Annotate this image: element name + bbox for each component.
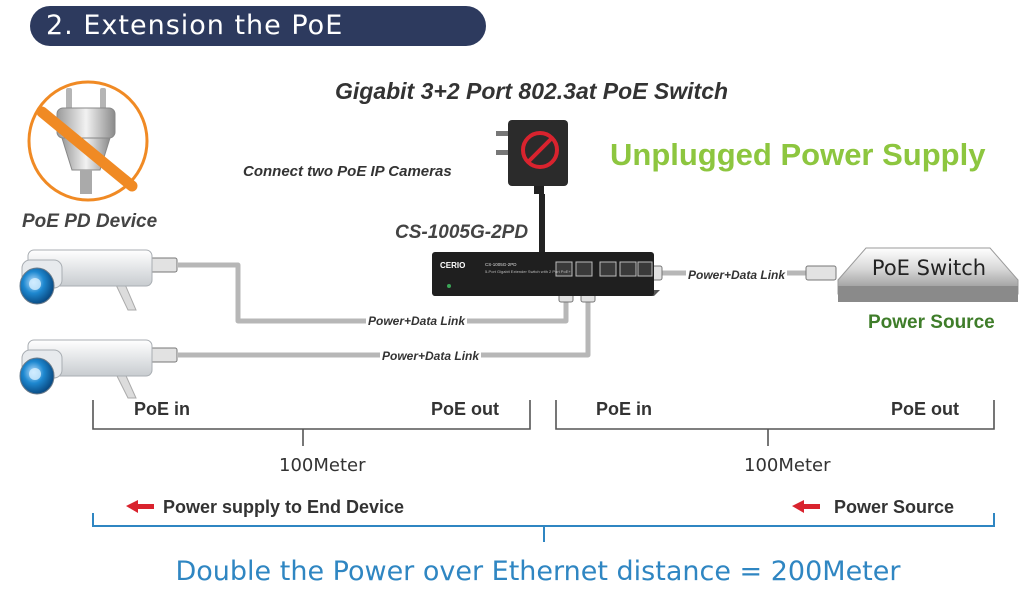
no-power-plug-icon [27,80,149,202]
poe-switch-label: PoE Switch [871,256,987,280]
ip-camera-icon [19,249,153,311]
pd-device-label: PoE PD Device [22,211,158,232]
unplugged-power-label: Unplugged Power Supply [610,137,986,172]
extender-switch-icon [432,252,660,296]
footer-caption: Double the Power over Ethernet distance … [175,556,901,587]
power-supply-end-label: Power supply to End Device [163,497,405,517]
total-distance-bracket [92,513,995,542]
device-brand-logo: CERIO [440,261,465,270]
diagram-title: Gigabit 3+2 Port 802.3at PoE Switch [335,78,729,104]
poe-out-label: PoE out [431,399,499,419]
switch-model-label: CS-1005G-2PD [395,222,529,243]
red-arrow-icon [126,500,820,513]
connect-cameras-label: Connect two PoE IP Cameras [243,163,452,180]
distance-label: 100Meter [744,455,831,476]
power-source-label: Power Source [868,312,995,333]
link-label: Power+Data Link [366,314,468,328]
poe-in-label: PoE in [596,399,653,419]
ip-camera-icon [19,339,153,399]
power-source-bottom-label: Power Source [834,497,955,517]
poe-in-label: PoE in [134,399,191,419]
distance-label: 100Meter [279,455,366,476]
link-label: Power+Data Link [686,268,788,282]
poe-out-label: PoE out [891,399,959,419]
section-header: 2. Extension the PoE application [30,6,486,81]
distance-bracket [92,400,995,446]
link-label: Power+Data Link [380,349,482,363]
power-adapter-icon [496,120,568,194]
device-desc-text: 5-Port Gigabit Extender Switch with 2 Po… [485,269,571,274]
poe-switch-icon [837,247,1019,302]
device-model-text: CS-1005G-2PD [485,262,517,267]
